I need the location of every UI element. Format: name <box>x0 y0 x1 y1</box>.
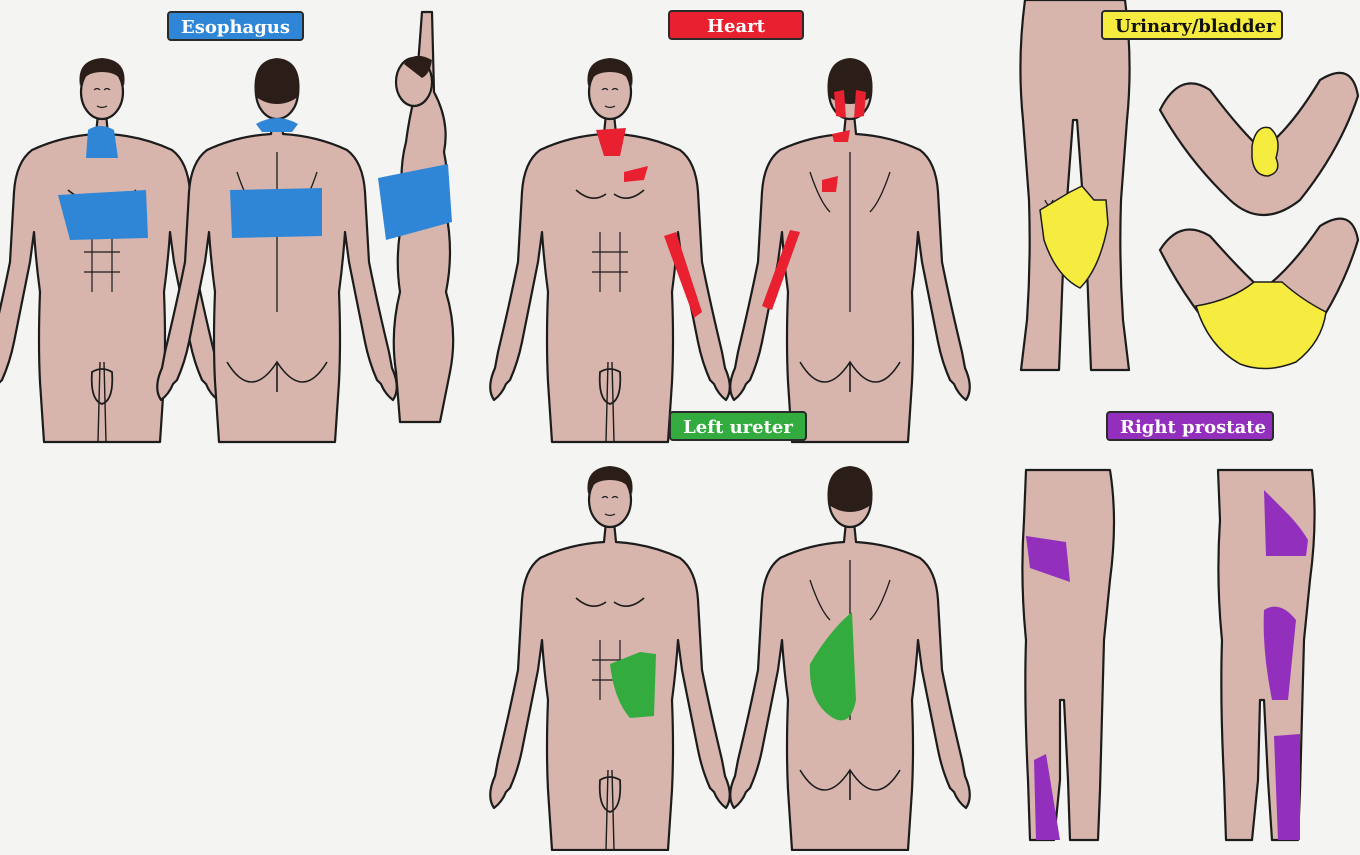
heart-zone-scapula <box>832 130 850 142</box>
heart-figures <box>490 58 970 442</box>
heart-label: Heart <box>668 10 804 40</box>
prostate-zone-back-calf <box>1274 734 1300 840</box>
left-ureter-label: Left ureter <box>669 411 807 441</box>
heart-front-figure <box>490 58 730 442</box>
esophagus-zone-neck <box>86 126 118 158</box>
ureter-front-figure <box>490 466 730 850</box>
urinary-legs-figure <box>1020 0 1129 370</box>
esophagus-label: Esophagus <box>167 11 304 41</box>
esophagus-figures <box>0 12 453 442</box>
ureter-figures <box>490 466 970 850</box>
urinary-bladder-label: Urinary/bladder <box>1101 10 1283 40</box>
prostate-figures <box>1022 470 1314 840</box>
right-prostate-label: Right prostate <box>1106 411 1274 441</box>
urinary-figures <box>1020 0 1358 370</box>
esophagus-zone-chest <box>58 190 148 240</box>
esophagus-zone-upper-back <box>256 118 298 132</box>
esophagus-zone-back <box>230 188 322 238</box>
esophagus-back-figure <box>157 58 397 442</box>
urinary-zone-perineum-upper <box>1252 127 1278 176</box>
heart-back-figure <box>730 58 970 442</box>
